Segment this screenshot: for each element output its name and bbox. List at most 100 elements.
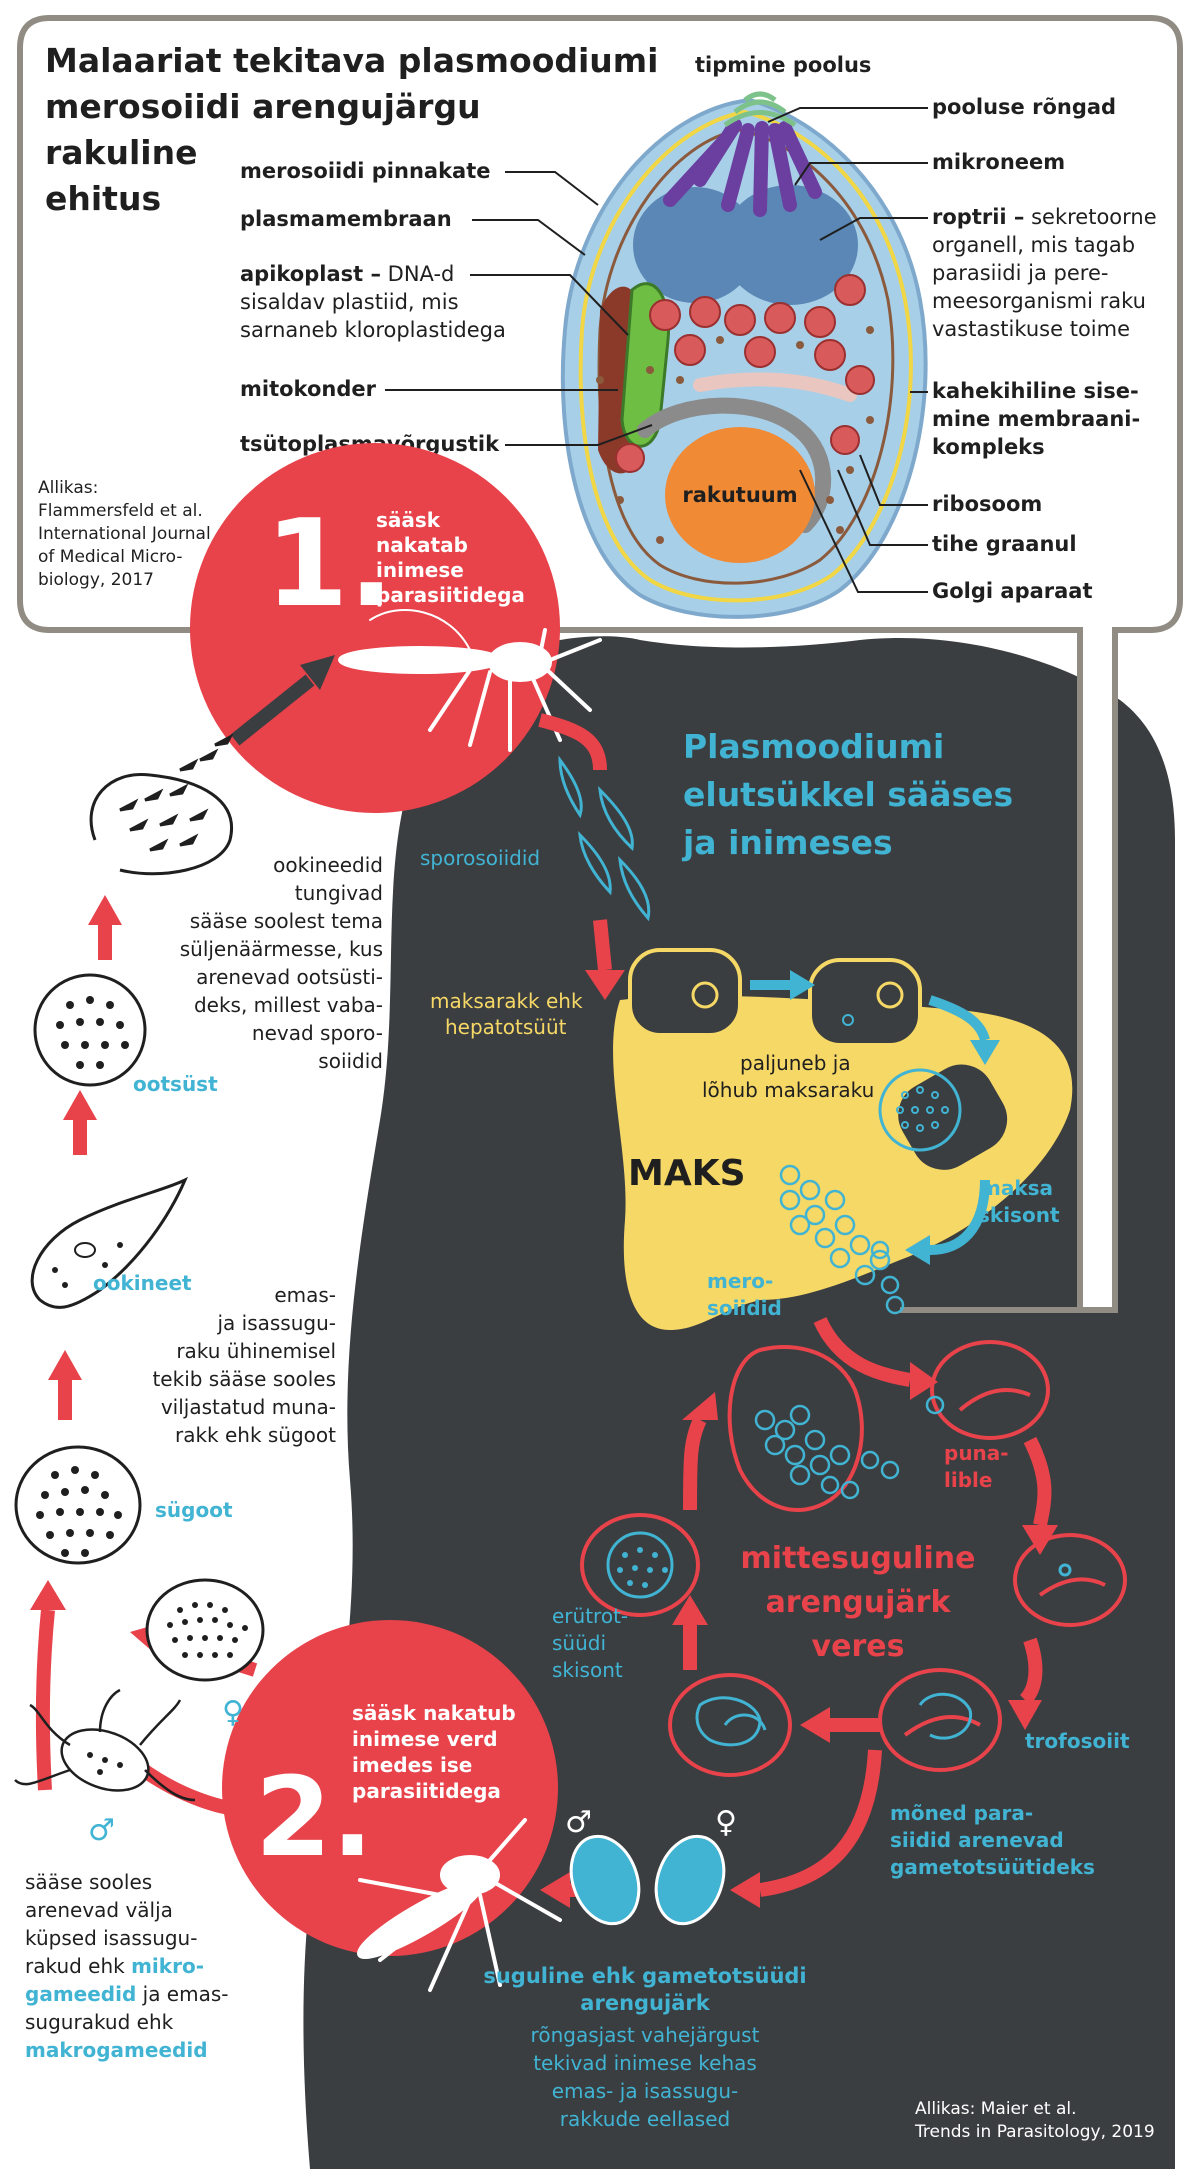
emas-line: tekib sääse sooles [152, 1367, 336, 1391]
emas-line: rakk ehk sügoot [175, 1423, 336, 1447]
liver-schizont [878, 1068, 962, 1152]
ribosomes [596, 326, 874, 544]
body-title-line-2: elutsükkel sääses [683, 775, 1013, 814]
body-title-line-3: ja inimeses [681, 823, 893, 862]
panel-source-line: biology, 2017 [38, 570, 154, 590]
polar-rings [723, 91, 797, 128]
label-roptrii: roptrii – sekretoorne [932, 205, 1157, 229]
arrow-blue [929, 1179, 990, 1255]
blood-cycle-arrowheads [540, 1362, 1058, 1908]
label-apikoplast-3: sarnaneb kloroplastidega [240, 318, 506, 342]
merozoite-cell [560, 91, 928, 619]
label-sugoot: sügoot [155, 1498, 233, 1522]
gamete-line: sääse sooles [25, 1870, 152, 1894]
female-symbol: ♀ [715, 1805, 737, 1840]
endoplasmic-reticulum [637, 397, 832, 533]
label-moned-1: mõned para- [890, 1801, 1033, 1825]
label-mittesuguline-3: veres [812, 1629, 905, 1664]
label-roptrii-5: vastastikuse toime [932, 317, 1130, 341]
mosquito-icon [338, 609, 602, 752]
emas-line: ja isassugu- [216, 1311, 336, 1335]
microgamete [14, 1688, 196, 1802]
panel-source-line: of Medical Micro- [38, 547, 183, 567]
label-rakutuum: rakutuum [682, 483, 797, 507]
female-symbol-left: ♀ [222, 1695, 244, 1730]
label-maksarakk-1: maksarakk ehk [430, 989, 583, 1013]
ookineedid-line: süljenäärmesse, kus [180, 937, 383, 961]
merozoites [779, 1164, 905, 1315]
golgi-apparatus [693, 372, 857, 402]
body-source-line-2: Trends in Parasitology, 2019 [914, 2122, 1155, 2142]
emas-text: emas- ja isassugu- raku ühinemisel tekib… [152, 1283, 336, 1447]
gamete-line: küpsed isassugu- [25, 1926, 197, 1950]
panel-leader-lines [385, 107, 928, 593]
label-mitokonder: mitokonder [240, 377, 377, 401]
gamete-line: gameedid ja emas- [25, 1982, 229, 2006]
label-punalible-1: puna- [944, 1441, 1009, 1465]
label-maksarakk-2: hepatotsüüt [445, 1015, 567, 1039]
label-erutrotsuudi-1: erütrot- [552, 1604, 628, 1628]
gamete-text: sääse sooles arenevad välja küpsed isass… [25, 1870, 229, 2062]
label-ookineet: ookineet [93, 1271, 192, 1295]
panel-title: Malaariat tekitava plasmoodiumi merosoii… [45, 41, 659, 218]
panel-title-line-4: ehitus [45, 179, 161, 218]
step-2-line-3: imedes ise [352, 1753, 472, 1777]
label-rongasjast-3: emas- ja isassugu- [552, 2079, 739, 2103]
oocyst [33, 973, 147, 1087]
male-symbol-left: ♂ [88, 1813, 115, 1848]
parasite-dot [842, 1014, 854, 1026]
emas-line: viljastatud muna- [161, 1395, 336, 1419]
step-2-line-2: inimese verd [352, 1727, 498, 1751]
merozoites-released [754, 1395, 945, 1500]
panel-source-line: Flammersfeld et al. [38, 501, 203, 521]
label-roptrii-2: organell, mis tagab [932, 233, 1135, 257]
label-erutrotsuudi-3: skisont [552, 1658, 623, 1682]
step-1-circle [190, 443, 560, 813]
arrow-red [593, 919, 612, 971]
label-kahekihiline-3: kompleks [932, 435, 1045, 459]
label-plasmamembraan: plasmamembraan [240, 207, 452, 231]
gamete-line: sugurakud ehk [25, 2010, 174, 2034]
body-source-line-1: Allikas: Maier et al. [915, 2099, 1076, 2119]
arrow-red [585, 970, 625, 1000]
step-1-line-4: parasiitidega [376, 583, 525, 607]
step-1-line-1: sääsk [376, 508, 441, 532]
label-trofosoiit: trofosoiit [1025, 1729, 1130, 1753]
panel-title-line-2: merosoiidi arengujärgu [45, 87, 481, 126]
rhoptry-left [633, 187, 757, 303]
label-roptrii-4: meesorganismi raku [932, 289, 1146, 313]
ookineedid-line: nevad sporo- [252, 1021, 383, 1045]
ookineedid-line: ookineedid [273, 853, 383, 877]
panel-title-line-3: rakuline [45, 133, 197, 172]
label-mittesuguline-2: arengujärk [766, 1585, 952, 1620]
label-rongasjast-2: tekivad inimese kehas [533, 2051, 757, 2075]
label-tihe-graanul: tihe graanul [932, 532, 1077, 556]
panel-title-line-1: Malaariat tekitava plasmoodiumi [45, 41, 659, 80]
label-merosoiidid-2: soiidid [707, 1296, 782, 1320]
label-roptrii-3: parasiidi ja pere- [932, 261, 1108, 285]
label-paljuneb-1: paljuneb ja [740, 1051, 851, 1075]
step-2-number: 2. [255, 1753, 373, 1881]
ookineedid-line: deks, millest vaba- [194, 993, 383, 1017]
trophozoite-ring [606, 1531, 1072, 1747]
label-tipmine-poolus: tipmine poolus [695, 53, 871, 77]
step-1-number: 1. [265, 495, 394, 634]
panel-source-line: Allikas: [38, 478, 98, 498]
ookineedid-line: arenevad ootsüsti- [196, 965, 383, 989]
label-moned-2: siidid arenevad [890, 1828, 1064, 1852]
label-maksa-skisont-1: maksa [980, 1176, 1053, 1200]
label-pooluse-rongad: pooluse rõngad [932, 95, 1116, 119]
arrow-dark [300, 655, 335, 690]
label-rongasjast-1: rõngasjast vahejärgust [531, 2023, 760, 2047]
panel-source: Allikas: Flammersfeld et al. Internation… [38, 478, 211, 590]
label-apikoplast-2: sisaldav plastiid, mis [240, 290, 459, 314]
oocyst-bursting [89, 733, 234, 876]
step-2-line-4: parasiitidega [352, 1779, 501, 1803]
label-sporosoiidid: sporosoiidid [420, 846, 540, 870]
arrow-blue [970, 1040, 1000, 1065]
erythrocytic-schizont-dots [617, 1547, 668, 1588]
label-kahekihiline-2: mine membraani- [932, 407, 1140, 431]
gamete-line: makrogameedid [25, 2038, 208, 2062]
label-merosoiidid-1: mero- [707, 1269, 773, 1293]
